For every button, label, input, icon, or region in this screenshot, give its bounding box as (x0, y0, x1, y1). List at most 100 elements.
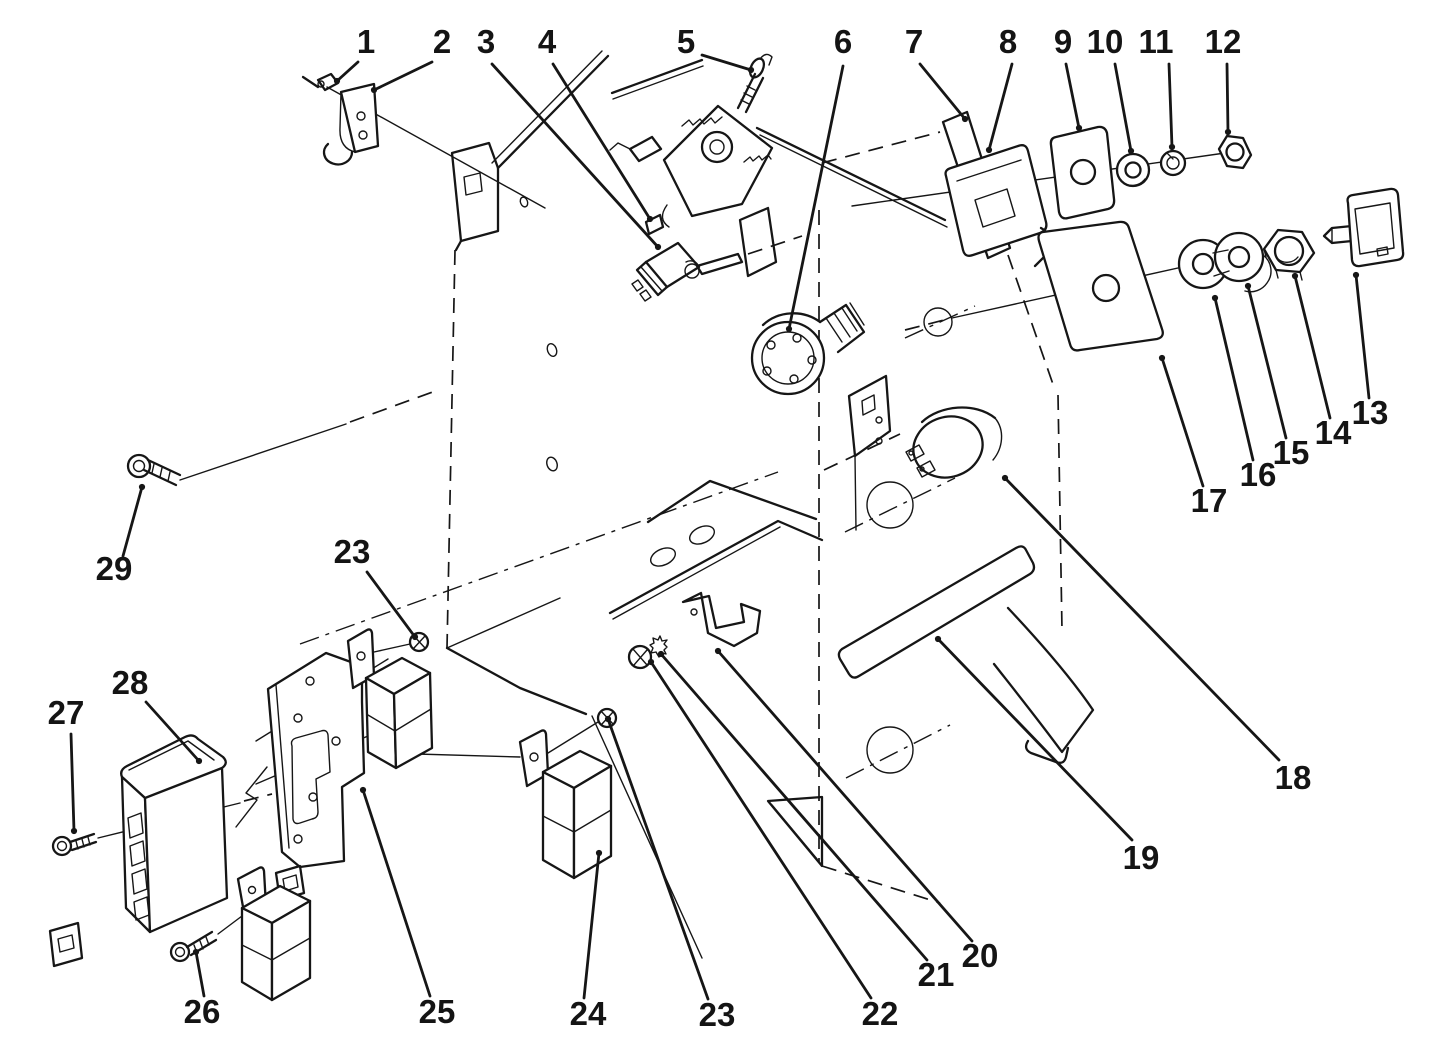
part-lock-washer (1159, 149, 1187, 177)
leader-dot-4 (646, 215, 654, 223)
callout-10: 10 (1087, 23, 1124, 60)
leader-dot-18 (1001, 474, 1009, 482)
part-flange-bolt-29 (126, 389, 439, 487)
callout-13: 13 (1352, 394, 1389, 431)
leader-line-13 (1354, 273, 1371, 400)
leader-dot-15 (1244, 282, 1252, 290)
leader-line-16 (1213, 296, 1255, 462)
leader-dot-9 (1075, 124, 1083, 132)
callout-14: 14 (1315, 414, 1352, 451)
leader-line-14 (1293, 274, 1332, 420)
part-flange-nut-upper (408, 631, 430, 653)
callout-24: 24 (570, 995, 607, 1032)
leader-line-4 (551, 62, 652, 221)
leader-dot-12 (1224, 128, 1232, 136)
leader-dot-10 (1127, 147, 1135, 155)
callout-20: 20 (962, 937, 999, 974)
leader-dot-20 (714, 647, 722, 655)
callout-22: 22 (862, 995, 899, 1032)
callout-16: 16 (1240, 456, 1277, 493)
leader-dot-6 (785, 325, 793, 333)
callout-2: 2 (433, 23, 451, 60)
leader-line-11 (1167, 62, 1174, 149)
leader-dot-27 (70, 827, 78, 835)
part-push-nut (627, 644, 653, 670)
leader-line-17 (1160, 356, 1205, 488)
part-left-panel (299, 50, 824, 959)
leader-dot-22 (647, 658, 655, 666)
leader-line-22 (649, 660, 873, 1000)
leader-line-21 (659, 652, 929, 962)
part-key-switch-nut (1262, 228, 1316, 281)
leader-dot-23b (604, 715, 612, 723)
leader-dot-8 (985, 146, 993, 154)
callout-8: 8 (999, 23, 1017, 60)
leader-line-28 (144, 700, 201, 763)
callout-1: 1 (357, 23, 375, 60)
part-key-switch-plate (904, 220, 1197, 352)
callout-26: 26 (184, 993, 221, 1030)
part-screw-27 (51, 832, 98, 857)
callout-23b: 23 (699, 996, 736, 1033)
part-washer-ring (1244, 254, 1272, 293)
leader-line-2 (372, 60, 434, 92)
leader-line-3 (490, 62, 660, 249)
part-fuse-block (97, 734, 273, 934)
leader-dot-24 (595, 849, 603, 857)
leader-line-20 (716, 649, 974, 943)
part-key (1322, 187, 1405, 268)
callout-3: 3 (477, 23, 495, 60)
callout-4: 4 (538, 23, 557, 60)
leader-line-15 (1246, 284, 1288, 440)
part-cotter-pin (301, 72, 340, 92)
part-relay-upper (346, 628, 434, 770)
leader-dot-14 (1291, 272, 1299, 280)
callout-19: 19 (1123, 839, 1160, 876)
callout-15: 15 (1273, 434, 1310, 471)
leader-dot-13 (1352, 271, 1360, 279)
callout-17: 17 (1191, 482, 1228, 519)
leader-line-9 (1064, 62, 1081, 130)
part-clip-bracket (322, 82, 546, 209)
part-hour-meter (905, 406, 1003, 479)
callout-9: 9 (1054, 23, 1072, 60)
part-key-switch-gasket (1177, 231, 1265, 290)
callout-21: 21 (918, 956, 955, 993)
leader-line-5 (700, 53, 753, 72)
leader-line-25 (361, 788, 432, 998)
part-ignition-switch (750, 302, 866, 396)
part-switch-plate (1049, 125, 1116, 220)
part-relay-center (518, 721, 613, 880)
leader-line-18 (1003, 476, 1281, 762)
leader-line-26 (194, 950, 206, 998)
leader-dot-28 (195, 757, 203, 765)
leader-dot-16 (1211, 294, 1219, 302)
callout-18: 18 (1275, 759, 1312, 796)
callout-6: 6 (834, 23, 852, 60)
callout-5: 5 (677, 23, 695, 60)
callout-11: 11 (1139, 23, 1174, 60)
leader-line-23a (365, 570, 417, 639)
part-latch-bracket (681, 591, 762, 648)
leader-line-23b (606, 717, 710, 1001)
leader-dot-2 (370, 86, 378, 94)
leader-line-6 (787, 64, 845, 331)
part-interlock-module (609, 53, 948, 236)
leader-line-24 (582, 851, 601, 1000)
leader-dot-3 (654, 243, 662, 251)
callout-28: 28 (112, 664, 149, 701)
part-flat-washer (1115, 152, 1151, 188)
leader-line-29 (121, 485, 144, 558)
leader-dot-21 (657, 650, 665, 658)
leader-dot-5 (747, 66, 755, 74)
callout-23a: 23 (334, 533, 371, 570)
leader-dot-29 (138, 483, 146, 491)
callout-29: 29 (96, 550, 133, 587)
leader-line-7 (918, 62, 967, 121)
part-relay-lower (48, 866, 312, 1002)
leader-line-8 (987, 62, 1014, 152)
callout-12: 12 (1205, 23, 1242, 60)
leader-line-10 (1113, 62, 1133, 153)
